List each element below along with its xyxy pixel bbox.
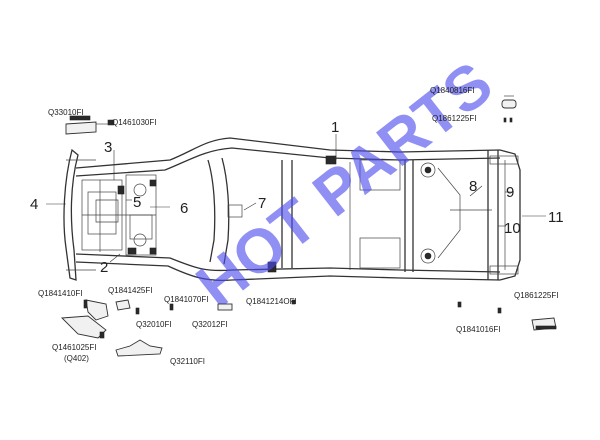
code-q1461030f: Q1461030FI [112,118,156,127]
callout-6: 6 [180,200,188,217]
code-q1861225f-top: Q1861225FI [432,114,476,123]
code-q1461025f: Q1461025FI [52,343,96,352]
code-q1841214f: Q1841214OFI [246,297,297,306]
callout-3: 3 [104,139,112,156]
code-q33010f-bottom: Q32010FI [136,320,172,329]
loose-parts [60,95,557,357]
code-q1841425f: Q1841425FI [108,286,152,295]
code-q1861225f-bottom: Q1861225FI [514,291,558,300]
callout-1: 1 [331,119,339,136]
code-q33010f-top: Q33010FI [48,108,84,117]
code-q1841016f: Q1841016FI [456,325,500,334]
callout-10: 10 [504,220,521,237]
part-codes: Q33010FI Q1461030FI Q1840816FI Q1861225F… [38,86,558,366]
code-q332012f: Q32012FI [192,320,228,329]
code-q1841410f: Q1841410FI [38,289,82,298]
callout-9: 9 [506,184,514,201]
callout-8: 8 [469,178,477,195]
callout-7: 7 [258,195,266,212]
callout-11: 11 [548,209,564,226]
code-q32110f: Q32110FI [170,357,205,366]
callout-5: 5 [133,194,141,211]
leader-lines [46,123,546,263]
callout-4: 4 [30,196,38,213]
callout-2: 2 [100,259,108,276]
code-q402: (Q402) [64,354,89,363]
chassis-frame [63,137,521,282]
code-q1840816f: Q1840816FI [430,86,474,95]
code-q1841070f: Q1841070FI [164,295,208,304]
callout-numbers: 1 2 3 4 5 6 7 8 9 10 11 [30,119,564,276]
